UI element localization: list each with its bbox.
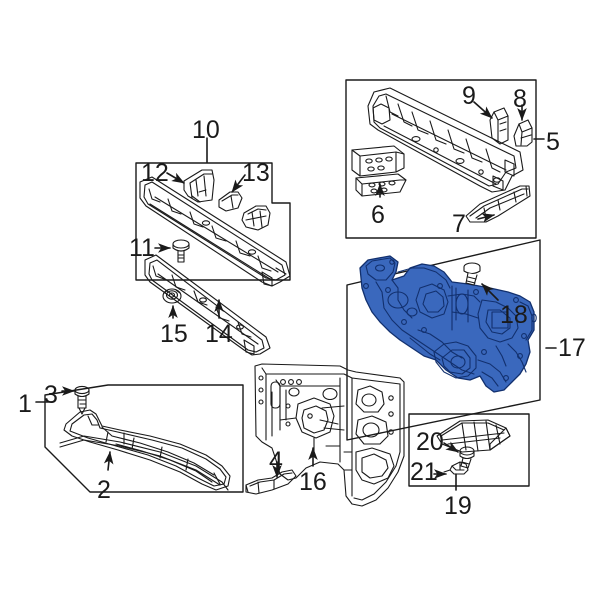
callout-9-cowl-side-bracket[interactable]: 9	[462, 82, 476, 110]
part-14-cowl-side-panel	[144, 254, 271, 356]
callout-16-dash-panel-inner[interactable]: 16	[299, 468, 327, 496]
group-box-1	[44, 384, 244, 493]
group-box-17	[346, 239, 541, 441]
callout-7-cowl-side-member[interactable]: 7	[452, 210, 466, 238]
leader-18	[481, 283, 499, 301]
leader-9	[473, 101, 493, 119]
callout-13-cowl-bracket-right[interactable]: 13	[242, 159, 270, 187]
part-2-cowl-top-panel	[59, 409, 231, 491]
callout-21-cover-clip[interactable]: 21	[410, 458, 438, 486]
callout-5-upper-cowl-group[interactable]: 5	[546, 128, 560, 156]
callout-12-cowl-bracket-left[interactable]: 12	[141, 159, 169, 187]
part-20-cover-plug	[459, 446, 475, 469]
part-10-cowl-lower-panel	[139, 176, 291, 287]
callout-17-dash-insulator-group[interactable]: 17	[558, 334, 586, 362]
part-18-insulator-clip	[463, 262, 481, 286]
callout-10-lower-cowl-group[interactable]: 10	[192, 116, 220, 144]
callout-15-cowl-grommet[interactable]: 15	[160, 320, 188, 348]
callout-18-insulator-clip[interactable]: 18	[500, 301, 528, 329]
part-4-dash-bracket	[245, 469, 297, 495]
part-19-dash-cover	[436, 419, 511, 453]
part-17-insulator-detail	[363, 257, 537, 387]
part-21-cover-clip	[443, 461, 469, 475]
group-box-19	[408, 413, 530, 487]
part-12-cowl-bracket-left	[183, 169, 215, 203]
group-box-5	[345, 79, 537, 239]
part-7-cowl-side-member	[465, 185, 531, 223]
part-13-cowl-bracket-secondary	[241, 205, 271, 231]
leader-13	[231, 174, 246, 193]
part-6-cowl-reinforcement	[351, 145, 407, 197]
callout-6-cowl-reinforcement[interactable]: 6	[371, 201, 385, 229]
callout-4-dash-bracket[interactable]: 4	[269, 447, 283, 475]
part-13-cowl-bracket-right	[218, 191, 243, 212]
part-15-cowl-grommet	[162, 288, 182, 304]
part-3-cowl-bolt	[74, 385, 90, 415]
leader-7	[477, 213, 495, 223]
part-16-dash-panel-inner	[254, 363, 405, 507]
part-11-cowl-screw	[172, 239, 190, 263]
callout-11-cowl-screw[interactable]: 11	[129, 234, 155, 262]
part-9-cowl-side-bracket	[489, 107, 509, 145]
callout-1-cowl-panel-group[interactable]: 1	[18, 390, 32, 418]
callout-19-dash-cover-group[interactable]: 19	[444, 492, 472, 520]
group-box-10	[135, 162, 291, 281]
callout-2-cowl-top-panel[interactable]: 2	[97, 476, 111, 504]
leader-2	[103, 451, 114, 471]
part-5-cowl-top-panel	[367, 87, 524, 193]
callout-8-cowl-end-bracket[interactable]: 8	[513, 85, 527, 113]
leader-20	[443, 441, 459, 453]
callout-20-cover-plug[interactable]: 20	[416, 428, 444, 456]
leader-12	[166, 172, 185, 184]
part-8-cowl-end-bracket	[513, 119, 533, 147]
callout-14-cowl-side-panel[interactable]: 14	[205, 320, 233, 348]
callout-3-cowl-bolt[interactable]: 3	[44, 381, 58, 409]
